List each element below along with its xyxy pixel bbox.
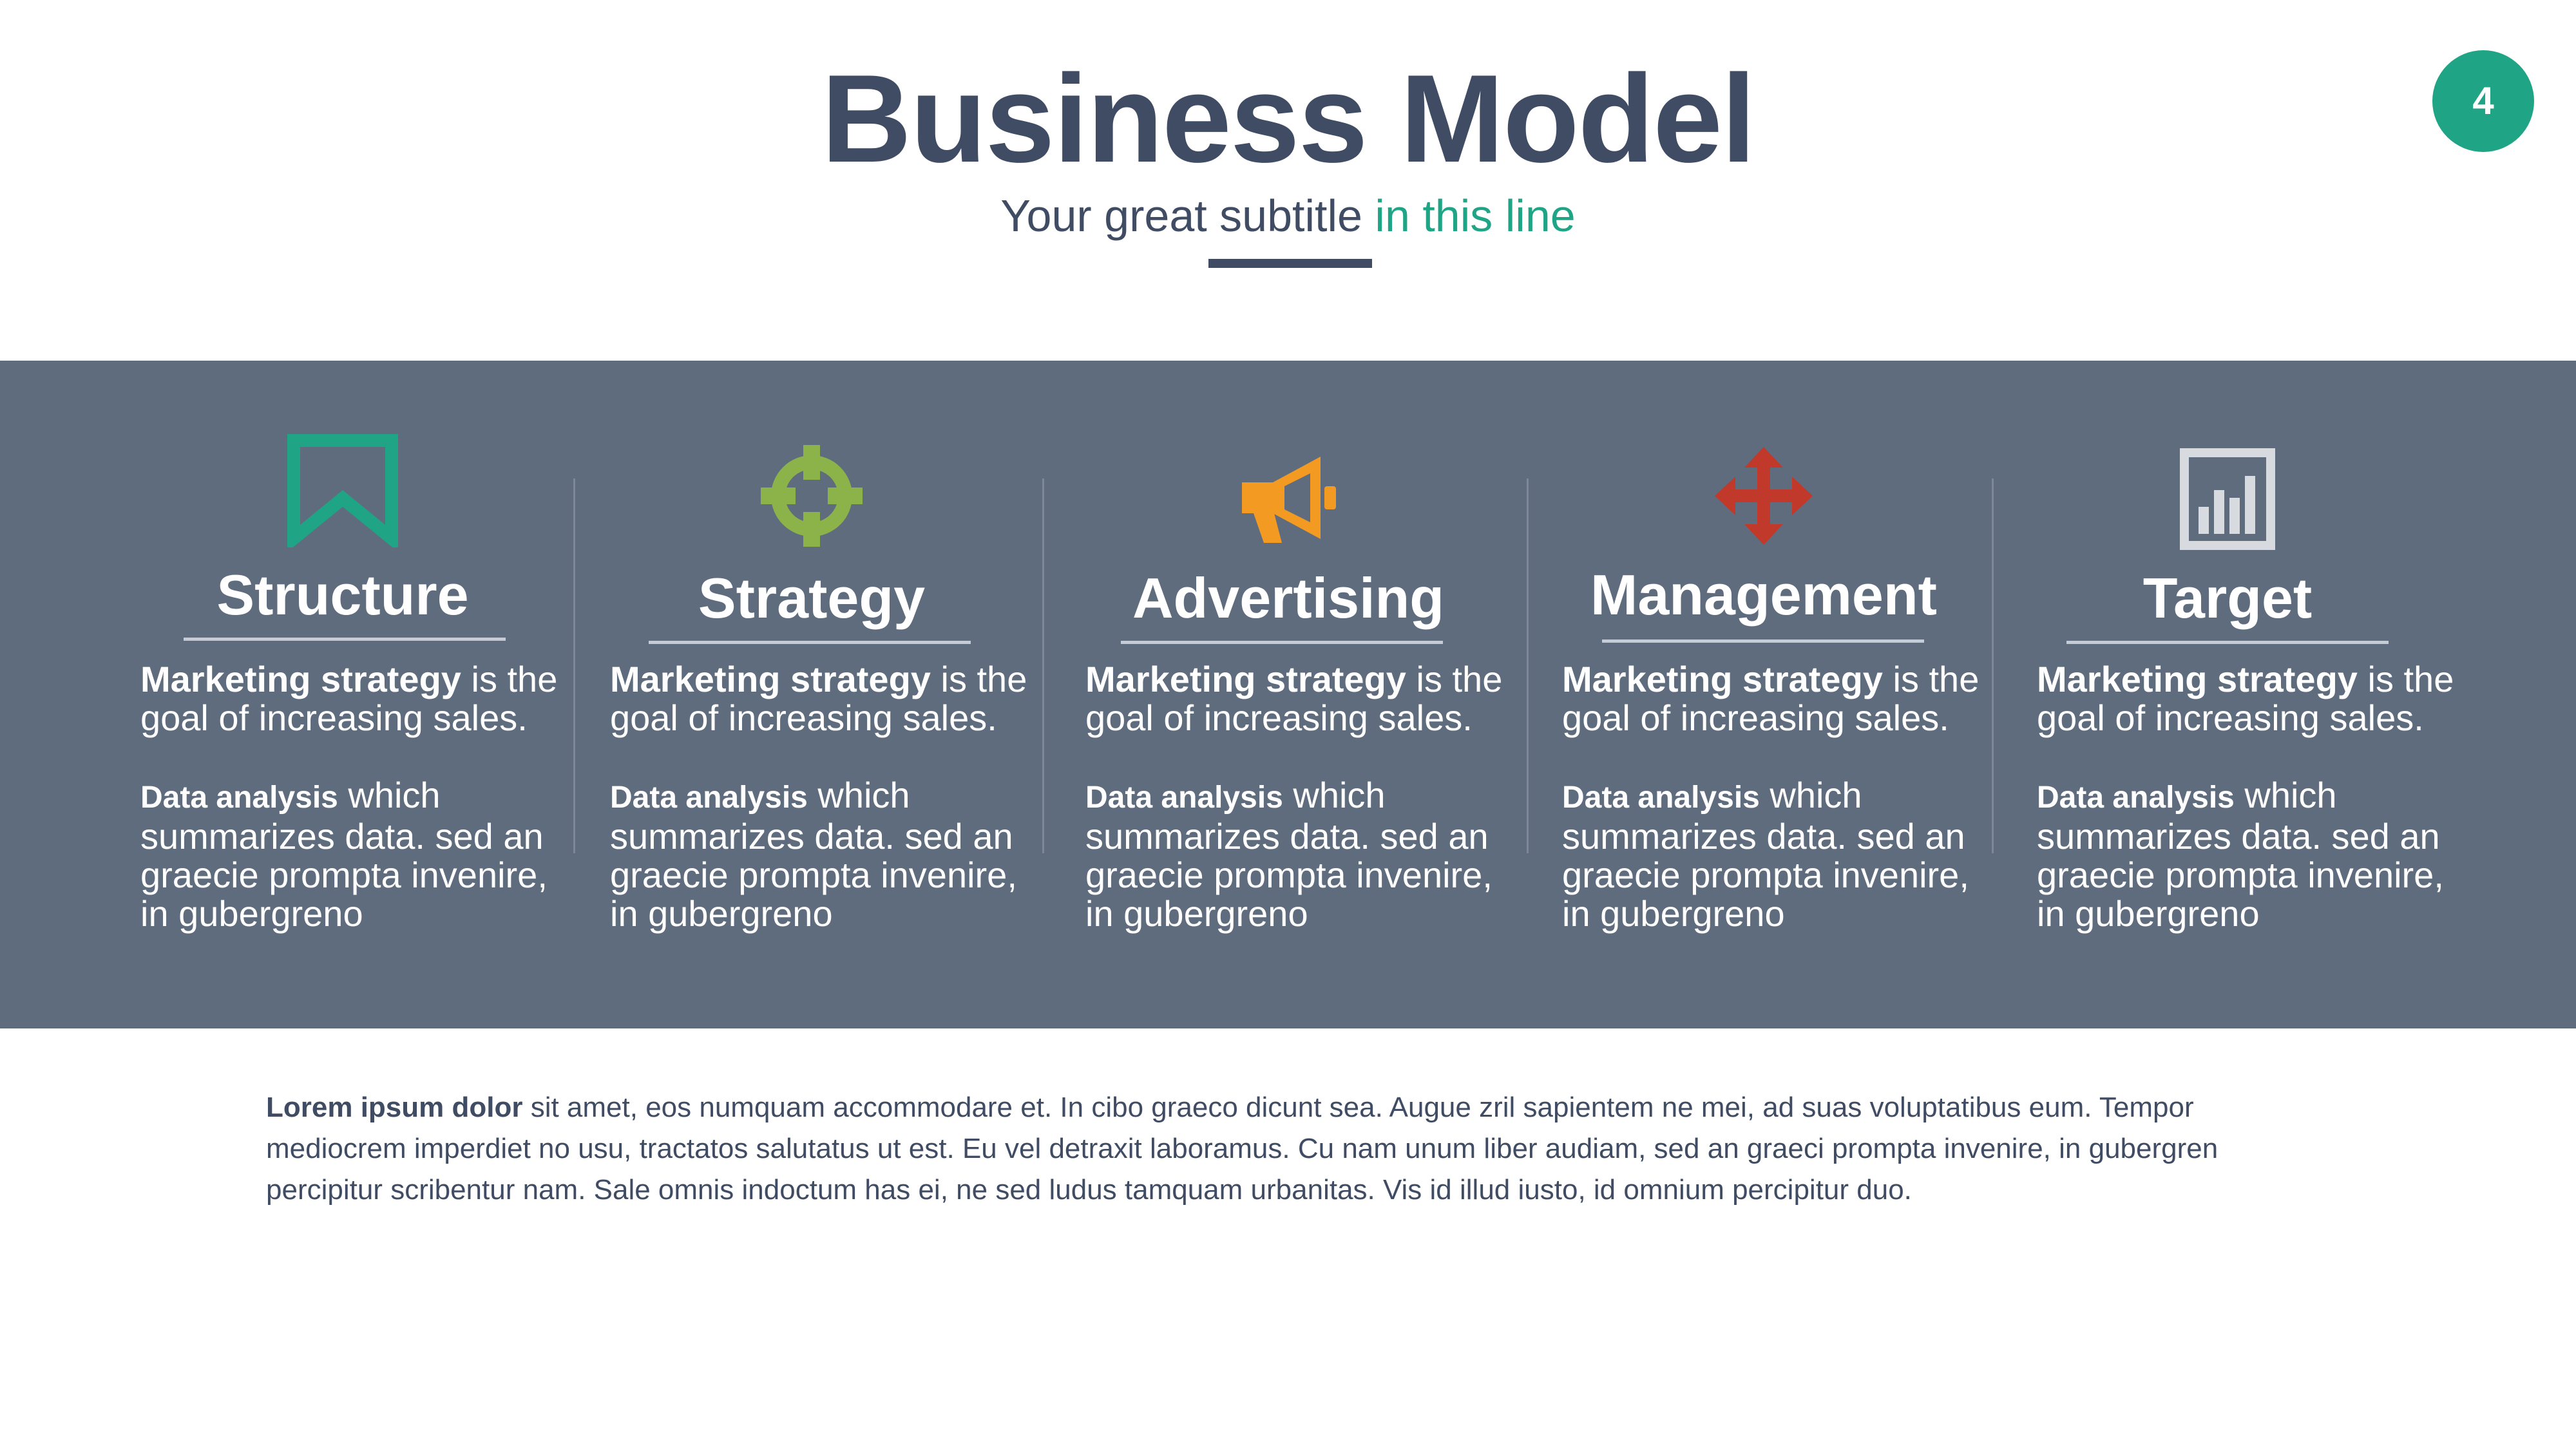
- heading-rule: [184, 638, 506, 641]
- move-arrows-icon: [1545, 435, 1983, 557]
- text-bold-1: Marketing strategy: [2037, 659, 2358, 699]
- text-rest-1: is the goal of increasing sales.: [610, 659, 1027, 738]
- title-underline: [1208, 259, 1372, 268]
- column-heading: Advertising: [1132, 566, 1445, 630]
- column-text: Marketing strategy is the goal of increa…: [1085, 660, 1511, 933]
- text-rest-2: which summarizes data. sed an graecie pr…: [610, 775, 1017, 934]
- text-bold-2: Data analysis: [1562, 781, 1760, 815]
- text-bold-2: Data analysis: [2037, 781, 2235, 815]
- column-text: Marketing strategy is the goal of increa…: [1562, 660, 1987, 933]
- text-bold-1: Marketing strategy: [610, 659, 931, 699]
- text-bold-1: Marketing strategy: [140, 659, 461, 699]
- text-rest-2: which summarizes data. sed an graecie pr…: [1085, 775, 1493, 934]
- subtitle-main: Your great subtitle: [1000, 191, 1375, 241]
- text-bold-2: Data analysis: [1085, 781, 1283, 815]
- text-bold-1: Marketing strategy: [1085, 659, 1406, 699]
- heading-rule: [1602, 639, 1924, 643]
- feature-column-strategy: Strategy Marketing strategy is the goal …: [593, 361, 1031, 1028]
- footer-body: sit amet, eos numquam accommodare et. In…: [266, 1092, 2218, 1206]
- column-divider: [573, 478, 575, 853]
- text-rest-1: is the goal of increasing sales.: [1562, 659, 1980, 738]
- column-heading: Target: [2142, 566, 2313, 630]
- slide-subtitle: Your great subtitle in this line: [0, 193, 2576, 238]
- text-rest-2: which summarizes data. sed an graecie pr…: [140, 775, 548, 934]
- footer-lead: Lorem ipsum dolor: [266, 1092, 523, 1123]
- text-rest-2: which summarizes data. sed an graecie pr…: [2037, 775, 2444, 934]
- column-heading: Structure: [216, 563, 469, 627]
- text-bold-2: Data analysis: [140, 781, 338, 815]
- megaphone-icon: [1069, 437, 1507, 559]
- feature-column-structure: Structure Marketing strategy is the goal…: [124, 361, 562, 1028]
- bar-chart-icon: [2008, 438, 2447, 560]
- subtitle-accent: in this line: [1375, 191, 1576, 241]
- heading-rule: [1121, 641, 1443, 644]
- feature-column-management: Management Marketing strategy is the goa…: [1545, 361, 1983, 1028]
- feature-column-target: Target Marketing strategy is the goal of…: [2008, 361, 2454, 1028]
- feature-column-advertising: Advertising Marketing strategy is the go…: [1069, 361, 1507, 1028]
- feature-band: Structure Marketing strategy is the goal…: [0, 361, 2576, 1028]
- text-bold-1: Marketing strategy: [1562, 659, 1883, 699]
- column-divider: [1992, 478, 1994, 853]
- column-heading: Management: [1590, 563, 1937, 627]
- column-divider: [1042, 478, 1044, 853]
- heading-rule: [2066, 641, 2389, 644]
- column-text: Marketing strategy is the goal of increa…: [610, 660, 1035, 933]
- slide-title: Business Model: [821, 49, 1756, 189]
- text-bold-2: Data analysis: [610, 781, 808, 815]
- text-rest-1: is the goal of increasing sales.: [140, 659, 558, 738]
- column-heading: Strategy: [698, 566, 926, 630]
- column-text: Marketing strategy is the goal of increa…: [140, 660, 566, 933]
- page-number-badge: 4: [2432, 50, 2534, 152]
- text-rest-1: is the goal of increasing sales.: [1085, 659, 1503, 738]
- heading-rule: [649, 641, 971, 644]
- column-text: Marketing strategy is the goal of increa…: [2037, 660, 2462, 933]
- text-rest-2: which summarizes data. sed an graecie pr…: [1562, 775, 1969, 934]
- bookmark-icon: [124, 428, 562, 551]
- column-divider: [1527, 478, 1529, 853]
- footer-paragraph: Lorem ipsum dolor sit amet, eos numquam …: [266, 1087, 2327, 1211]
- crosshair-icon: [593, 435, 1031, 557]
- text-rest-1: is the goal of increasing sales.: [2037, 659, 2454, 738]
